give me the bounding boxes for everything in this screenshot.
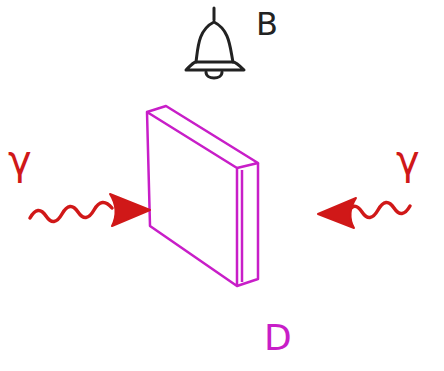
gamma-ray-arrow (318, 198, 410, 228)
bell-label: B (256, 8, 278, 40)
gamma-label: γ (8, 140, 32, 180)
detector-slab (147, 106, 258, 286)
detector-label: D (264, 320, 292, 356)
gamma-label: γ (396, 140, 420, 180)
gamma-ray-arrow (30, 194, 150, 226)
bell-symbol (186, 8, 244, 78)
